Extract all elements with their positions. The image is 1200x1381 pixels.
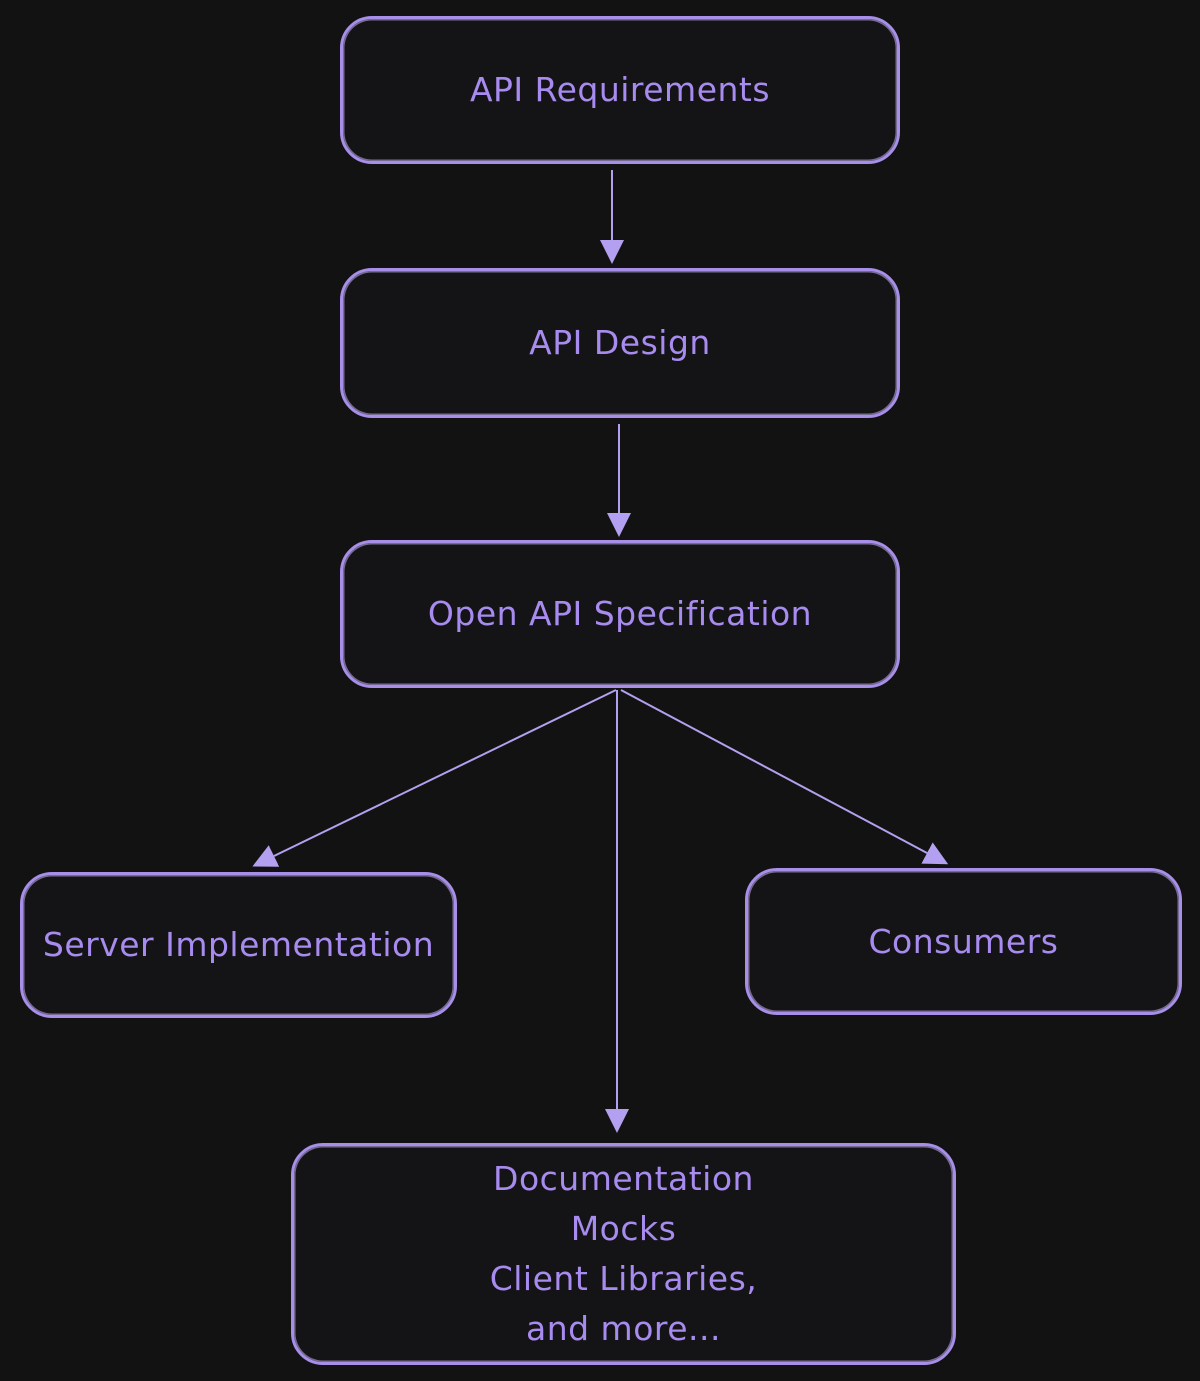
node-consumers: Consumers bbox=[745, 868, 1182, 1015]
edge-open-api-specification-to-server-implementation bbox=[252, 689, 617, 867]
node-label: API Requirements bbox=[469, 70, 771, 109]
node-label: Server Implementation bbox=[42, 925, 435, 964]
node-label-line: Mocks bbox=[570, 1209, 677, 1248]
node-api-requirements: API Requirements bbox=[340, 16, 900, 164]
node-outputs: Documentation Mocks Client Libraries, an… bbox=[291, 1143, 956, 1365]
node-api-design: API Design bbox=[340, 268, 900, 418]
node-server-implementation: Server Implementation bbox=[20, 872, 457, 1018]
node-label: Consumers bbox=[868, 921, 1059, 961]
node-label-line: Client Libraries, bbox=[489, 1259, 758, 1298]
node-label-line: Documentation bbox=[493, 1159, 754, 1198]
node-label: Open API Specification bbox=[427, 594, 813, 633]
node-label: API Design bbox=[529, 323, 711, 362]
node-label-line: and more... bbox=[525, 1309, 722, 1348]
edge-open-api-specification-to-consumers bbox=[620, 689, 949, 865]
node-open-api-specification: Open API Specification bbox=[340, 540, 900, 688]
